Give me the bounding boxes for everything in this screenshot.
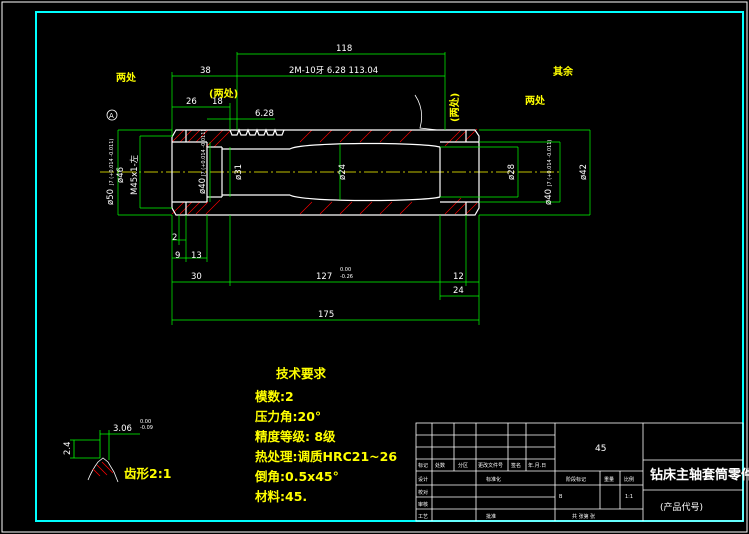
section-marker-circle bbox=[106, 109, 118, 121]
dim-phi24: ø24 bbox=[338, 164, 348, 180]
title-part-name: 钻床主轴套筒零件图 bbox=[650, 467, 749, 483]
requirements-title: 技术要求 bbox=[276, 366, 327, 381]
detail-tol-lower: -0.09 bbox=[140, 425, 153, 431]
detail-height-dim: 2.4 bbox=[63, 441, 73, 455]
title-reviewer: 审核 bbox=[418, 501, 428, 508]
dim-2: 2 bbox=[172, 233, 177, 243]
dim-phi50: ø50 bbox=[106, 189, 116, 205]
note-both-rotated: (两处) bbox=[448, 93, 461, 122]
requirement-item: 倒角:0.5x45° bbox=[254, 469, 339, 484]
dim-m45: M45x1-左 bbox=[129, 154, 140, 195]
title-material: 45 bbox=[595, 444, 606, 454]
requirement-item: 材料:45. bbox=[254, 489, 307, 504]
dim-9: 9 bbox=[175, 251, 180, 261]
requirement-item: 精度等级: 8级 bbox=[255, 429, 336, 444]
note-both-right: 两处 bbox=[525, 94, 546, 107]
title-stage-value: B bbox=[559, 494, 563, 500]
dim-phi46: ø46 bbox=[116, 167, 126, 183]
dim-628: 6.28 bbox=[255, 109, 274, 119]
dim-phi42: ø42 bbox=[579, 164, 589, 180]
dim-phi28: ø28 bbox=[507, 164, 517, 180]
title-block bbox=[415, 422, 744, 522]
detail-width-dim: 3.06 bbox=[113, 424, 132, 434]
title-standardization: 标准化 bbox=[486, 476, 501, 483]
title-header: 处数 bbox=[435, 462, 445, 469]
title-header: 标记 bbox=[418, 462, 428, 469]
dim-38: 38 bbox=[200, 66, 211, 76]
title-header: 分区 bbox=[458, 462, 468, 469]
title-header: 更改文件号 bbox=[478, 462, 503, 469]
title-weight: 重量 bbox=[604, 476, 614, 483]
dim-118: 118 bbox=[336, 44, 352, 54]
part-outline bbox=[171, 128, 480, 216]
dim-13: 13 bbox=[191, 251, 202, 261]
title-product-code: (产品代号) bbox=[660, 501, 703, 513]
dim-18: 18 bbox=[212, 97, 223, 107]
title-process: 工艺 bbox=[418, 514, 428, 520]
requirement-item: 压力角:20° bbox=[255, 409, 321, 424]
fit-right: J7 (+0.014 -0.011) bbox=[547, 140, 553, 187]
dim-127: 127 bbox=[316, 272, 332, 282]
title-scale-label: 比例 bbox=[624, 476, 634, 483]
note-both-left: 两处 bbox=[116, 71, 137, 84]
dim-12: 12 bbox=[453, 272, 464, 282]
title-stage-mark: 阶段标记 bbox=[566, 476, 586, 483]
dim-26: 26 bbox=[186, 97, 197, 107]
title-header: 签名 bbox=[511, 462, 521, 469]
title-designer: 设计 bbox=[418, 476, 428, 483]
section-marker: A bbox=[109, 112, 114, 120]
title-sheet-info: 共 张第 张 bbox=[572, 513, 595, 520]
dim-rack: 2M-10牙 6.28 113.04 bbox=[289, 66, 378, 76]
dim-24: 24 bbox=[453, 286, 464, 296]
title-header: 年.月.日 bbox=[528, 462, 546, 469]
dim-phi31: ø31 bbox=[234, 164, 244, 180]
title-checker: 校对 bbox=[418, 489, 428, 496]
requirement-item: 模数:2 bbox=[255, 389, 294, 404]
break-line bbox=[414, 94, 439, 131]
tol-127-upper: 0.00 bbox=[340, 267, 351, 273]
fit-left-outer: J7 (+0.014 -0.011) bbox=[109, 139, 115, 186]
note-remaining: 其余 bbox=[553, 65, 574, 78]
dimension-lines bbox=[117, 52, 591, 325]
detail-label: 齿形2:1 bbox=[124, 466, 171, 481]
fit-left-inner: J7 (+0.014 -0.011) bbox=[201, 130, 207, 177]
title-approval: 批准 bbox=[486, 513, 496, 520]
inner-frame bbox=[35, 11, 744, 522]
dim-30: 30 bbox=[191, 272, 202, 282]
dim-phi40-left: ø40 bbox=[198, 178, 208, 194]
tol-127-lower: -0.26 bbox=[340, 274, 353, 280]
tooth-detail bbox=[70, 430, 140, 483]
detail-tol-upper: 0.00 bbox=[140, 419, 151, 425]
dim-phi40-right: ø40 bbox=[544, 189, 554, 205]
title-scale: 1:1 bbox=[625, 494, 633, 500]
dim-175: 175 bbox=[318, 310, 334, 320]
requirement-item: 热处理:调质HRC21~26 bbox=[255, 449, 397, 464]
note-both-mid: (两处) bbox=[209, 87, 238, 100]
